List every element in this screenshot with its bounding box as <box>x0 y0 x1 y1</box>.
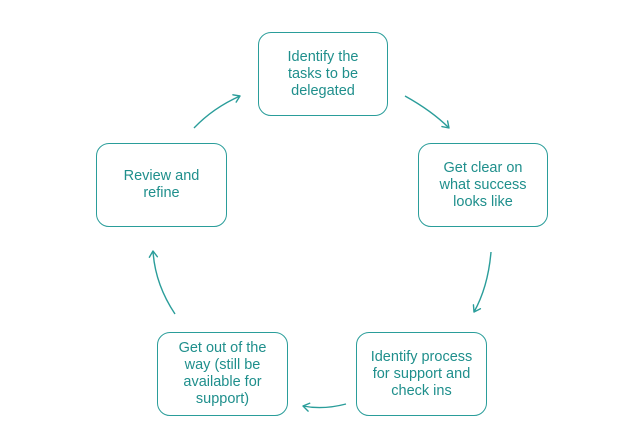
arrow-step5-to-step1 <box>193 94 241 129</box>
step-define-success: Get clear on what success looks like <box>418 143 548 227</box>
arrow-step4-to-step5 <box>148 250 176 315</box>
step-identify-tasks: Identify the tasks to be delegated <box>258 32 388 116</box>
arrow-step2-to-step3 <box>472 251 492 313</box>
step-support-process: Identify process for support and check i… <box>356 332 487 416</box>
step-review-refine: Review and refine <box>96 143 227 227</box>
arrow-step1-to-step2 <box>404 95 450 129</box>
step-get-out-of-way: Get out of the way (still be available f… <box>157 332 288 416</box>
arrow-step3-to-step4 <box>302 402 347 412</box>
